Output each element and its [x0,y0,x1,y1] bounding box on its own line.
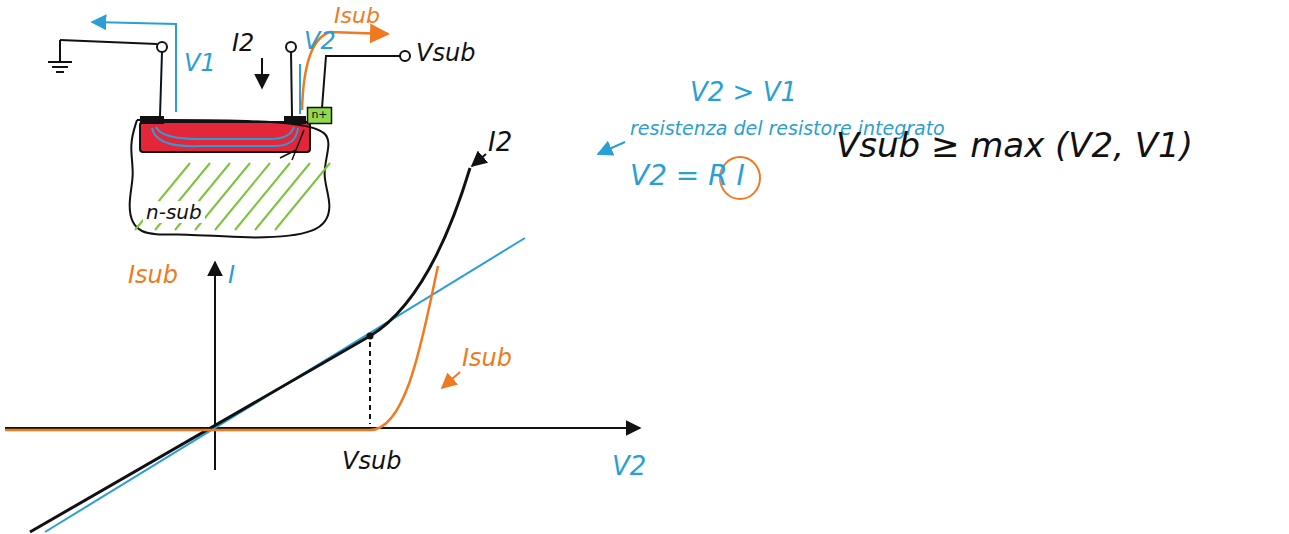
substrate-hatch [275,163,330,230]
equation: V2 = R I [630,160,745,192]
terminal [400,51,410,61]
iv-plot [5,142,760,532]
ground-symbol [59,40,61,62]
current-arrow [261,58,263,88]
ground-symbol [52,66,68,68]
n-plus-contact: n+ [307,107,332,124]
axis-tick-label: Vsub [342,448,401,476]
curve-label: I2 [488,128,512,158]
terminal [286,42,296,52]
wire [60,40,157,44]
ground-symbol [48,61,72,63]
i2-curve [30,168,470,532]
voltage-label: V2 [304,28,336,56]
node-text: n-sub [143,201,205,223]
cross-section [48,22,410,160]
voltage-arrow [92,22,176,112]
leader-line [472,154,486,166]
node-text: n+ [311,109,327,121]
terminal-label: Vsub [416,40,475,68]
axis-label: Isub [128,262,178,290]
curve-label: Isub [462,345,512,373]
wire [160,52,162,116]
n-plus-diffusion [308,108,332,124]
current-line [152,128,298,146]
terminal [157,42,167,52]
ground-symbol [56,71,64,73]
wire [291,52,292,116]
leader-line [442,372,460,388]
current-label: Isub [334,3,380,28]
condition-equation: Vsub ≥ max (V2, V1) [836,126,1193,165]
axis-label: I [228,262,235,290]
knee-dot [367,333,374,340]
isub-curve [5,266,438,430]
voltage-label: V1 [184,50,216,78]
voltage-line [299,64,301,114]
current-line [156,127,294,139]
condition-note: V2 > V1 [690,78,797,108]
p-diffusion [140,122,310,152]
axis-label: V2 [612,452,646,482]
junction-mark [280,130,304,160]
threshold-line [369,342,371,424]
y-axis [214,262,216,470]
substrate-outline [125,105,335,245]
substrate-region: n-sub n+ [125,105,335,245]
x-axis [5,427,640,429]
current-label: I2 [232,30,254,58]
substrate-border [130,120,330,237]
wire [322,56,400,108]
leader-line [598,142,625,154]
